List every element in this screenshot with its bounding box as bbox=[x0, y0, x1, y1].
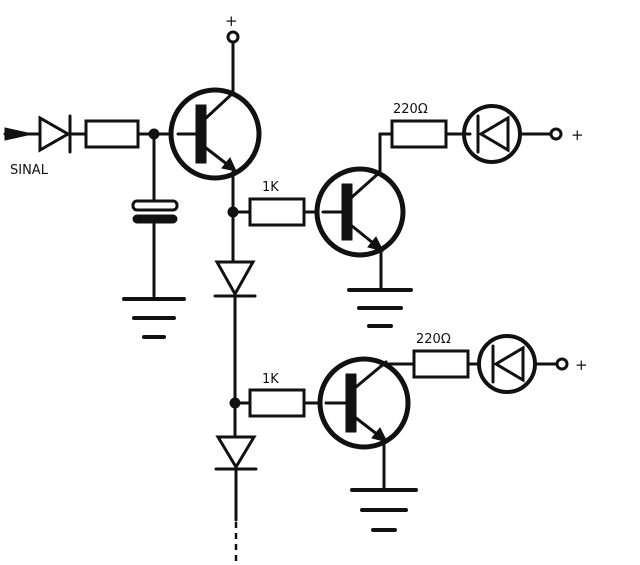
transistor-t2 bbox=[314, 166, 406, 258]
bottom-output-terminal bbox=[555, 357, 569, 371]
mid-resistor bbox=[248, 197, 306, 227]
ground-symbol bbox=[347, 288, 413, 328]
vcc-terminal bbox=[226, 30, 240, 44]
top-led bbox=[462, 104, 552, 164]
ground-symbol bbox=[350, 488, 418, 532]
transistor-t3 bbox=[317, 356, 411, 450]
bottom-led bbox=[477, 334, 558, 394]
bottom-output-label: + bbox=[575, 356, 588, 374]
input-arrow bbox=[3, 127, 42, 141]
bottom-resistor bbox=[412, 349, 470, 379]
top-output-label: + bbox=[571, 126, 584, 144]
input-resistor bbox=[84, 119, 140, 149]
input-label: SINAL bbox=[10, 163, 49, 178]
transistor-t1 bbox=[168, 87, 262, 181]
chain-diode-1 bbox=[213, 260, 257, 439]
top-output-terminal bbox=[549, 127, 563, 141]
chain-diode-2 bbox=[214, 435, 258, 522]
lower-base-resistor bbox=[248, 388, 306, 418]
ground-symbol bbox=[122, 297, 186, 339]
top-resistor bbox=[390, 119, 448, 149]
mid-resistor-label: 1K bbox=[262, 180, 279, 195]
vcc-label: + bbox=[225, 12, 238, 30]
input-capacitor bbox=[131, 132, 179, 298]
lower-base-resistor-label: 1K bbox=[262, 372, 279, 387]
bottom-resistor-label: 220Ω bbox=[416, 332, 451, 347]
input-diode bbox=[38, 114, 88, 154]
top-resistor-label: 220Ω bbox=[393, 102, 428, 117]
